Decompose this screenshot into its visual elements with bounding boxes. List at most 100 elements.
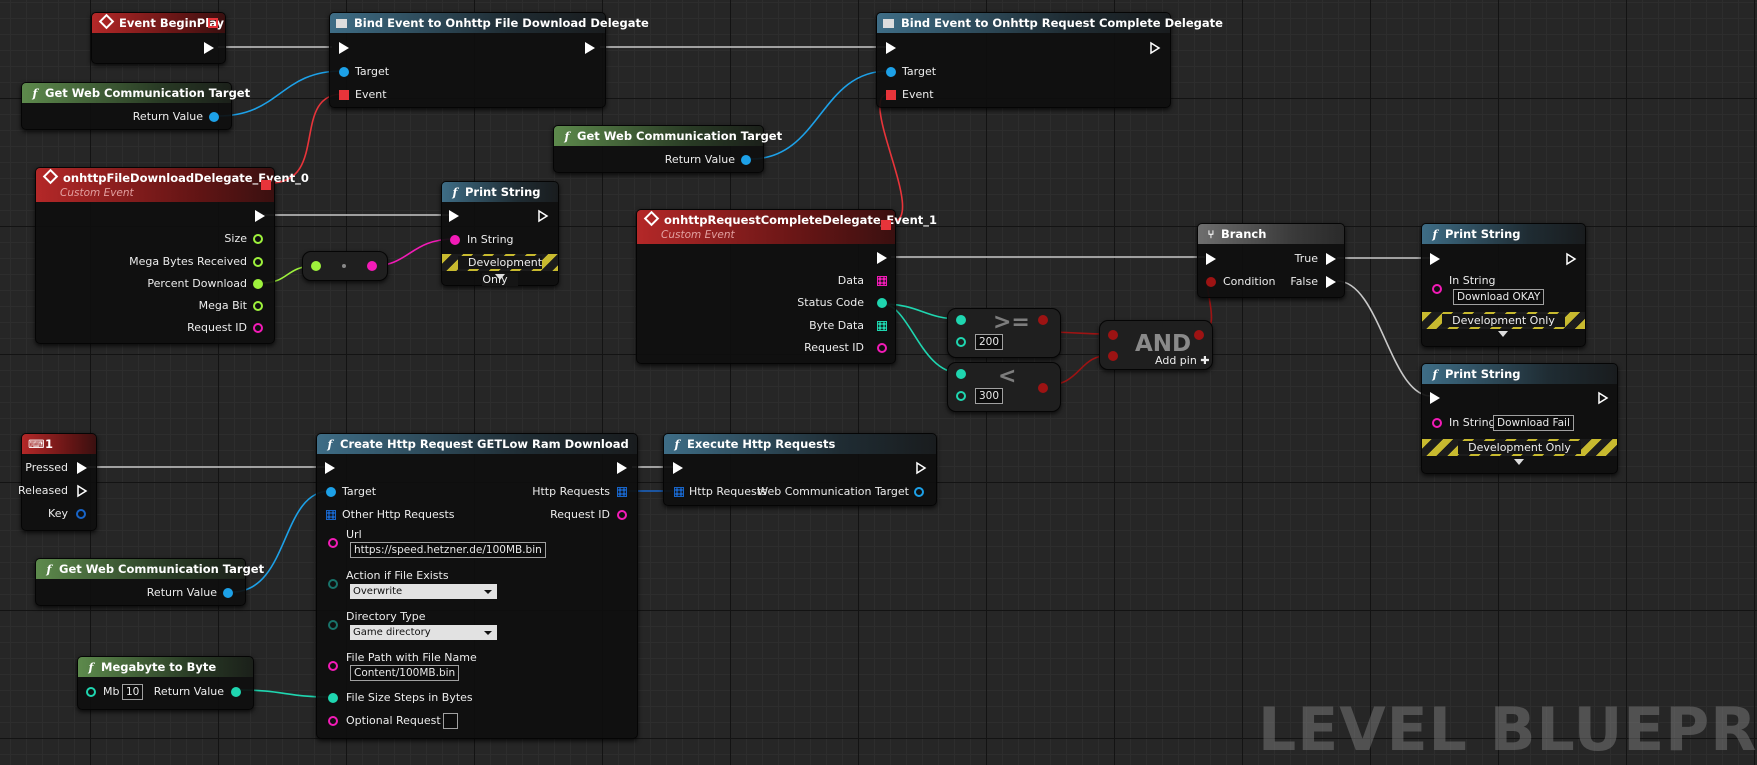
url-value-input[interactable]: https://speed.hetzner.de/100MB.bin xyxy=(350,542,546,558)
directory-type-input-pin[interactable] xyxy=(328,620,338,630)
return-value-output-pin[interactable] xyxy=(231,687,241,697)
add-pin-button[interactable]: Add pin ✚ xyxy=(1155,354,1210,367)
in-string-input-pin[interactable] xyxy=(1432,284,1442,294)
key-1-event-node[interactable]: ⌨1 Pressed Released Key xyxy=(18,433,97,531)
b-input-pin[interactable] xyxy=(956,337,966,347)
expand-arrow-icon[interactable] xyxy=(495,274,505,280)
mega-bit-output-pin[interactable] xyxy=(253,301,263,311)
exec-input-pin[interactable] xyxy=(1206,253,1216,265)
released-exec-output-pin[interactable] xyxy=(77,484,88,498)
directory-type-dropdown[interactable]: Game directory xyxy=(350,625,497,640)
status-code-output-pin[interactable] xyxy=(877,298,887,308)
exec-output-pin[interactable] xyxy=(1598,391,1609,405)
expand-arrow-icon[interactable] xyxy=(1498,331,1508,337)
exec-output-pin[interactable] xyxy=(255,210,265,222)
event-input-pin[interactable] xyxy=(339,90,349,100)
exec-output-pin[interactable] xyxy=(585,42,595,54)
in-string-input-pin[interactable] xyxy=(450,235,460,245)
condition-input-pin[interactable] xyxy=(1206,277,1216,287)
optional-request-id-input-pin[interactable] xyxy=(328,716,338,726)
size-output-pin[interactable] xyxy=(253,234,263,244)
return-value-output-pin[interactable] xyxy=(209,112,219,122)
file-path-value-input[interactable]: Content/100MB.bin xyxy=(350,665,460,681)
request-id-output-pin[interactable] xyxy=(877,343,887,353)
exec-input-pin[interactable] xyxy=(325,462,335,474)
target-input-pin[interactable] xyxy=(886,67,896,77)
exec-input-pin[interactable] xyxy=(339,42,349,54)
in-string-value-input[interactable]: Download Fail xyxy=(1493,415,1574,431)
request-id-output-pin[interactable] xyxy=(617,510,627,520)
exec-output-pin[interactable] xyxy=(916,461,927,475)
percent-download-output-pin[interactable] xyxy=(253,279,263,289)
byte-data-output-pin[interactable] xyxy=(877,321,887,331)
a-input-pin[interactable] xyxy=(1108,330,1118,340)
delegate-output-pin[interactable] xyxy=(261,180,271,190)
file-path-input-pin[interactable] xyxy=(328,661,338,671)
and-boolean-node[interactable]: AND Add pin ✚ xyxy=(1099,320,1213,370)
b-input-pin[interactable] xyxy=(1108,351,1118,361)
exec-output-pin[interactable] xyxy=(204,42,214,54)
file-size-steps-input-pin[interactable] xyxy=(328,693,338,703)
target-input-pin[interactable] xyxy=(326,487,336,497)
http-requests-input-pin[interactable] xyxy=(674,487,684,497)
exec-input-pin[interactable] xyxy=(449,210,459,222)
true-exec-output-pin[interactable] xyxy=(1326,253,1336,265)
b-value-input[interactable]: 200 xyxy=(975,334,1004,350)
in-string-value-input[interactable]: Download OKAY xyxy=(1453,289,1545,305)
delegate-output-pin[interactable] xyxy=(881,220,891,230)
exec-input-pin[interactable] xyxy=(673,462,683,474)
result-output-pin[interactable] xyxy=(1194,330,1204,340)
false-exec-output-pin[interactable] xyxy=(1326,276,1336,288)
request-id-output-pin[interactable] xyxy=(253,323,263,333)
conversion-output-pin[interactable] xyxy=(367,261,377,271)
result-output-pin[interactable] xyxy=(1038,383,1048,393)
return-value-output-pin[interactable] xyxy=(741,155,751,165)
b-input-pin[interactable] xyxy=(956,391,966,401)
http-requests-output-pin[interactable] xyxy=(617,487,627,497)
return-value-output-pin[interactable] xyxy=(223,588,233,598)
event-input-pin[interactable] xyxy=(886,90,896,100)
mega-bytes-received-output-pin[interactable] xyxy=(253,257,263,267)
pressed-exec-output-pin[interactable] xyxy=(77,462,87,474)
bind-request-complete-node[interactable]: Bind Event to Onhttp Request Complete De… xyxy=(876,12,1223,108)
result-output-pin[interactable] xyxy=(1038,315,1048,325)
a-input-pin[interactable] xyxy=(956,369,966,379)
data-output-pin[interactable] xyxy=(877,276,887,286)
target-input-pin[interactable] xyxy=(339,67,349,77)
conversion-input-pin[interactable] xyxy=(311,261,321,271)
in-string-input-pin[interactable] xyxy=(1432,418,1442,428)
less-than-node[interactable]: 300 < xyxy=(947,362,1061,412)
mb-input-pin[interactable] xyxy=(86,687,96,697)
exec-input-pin[interactable] xyxy=(1430,253,1440,265)
optional-request-id-input[interactable] xyxy=(443,713,458,729)
mb-value-input[interactable]: 10 xyxy=(122,684,144,700)
float-to-string-conversion-node[interactable] xyxy=(302,251,388,281)
other-http-requests-input-pin[interactable] xyxy=(326,510,336,520)
greater-equal-node[interactable]: 200 >= xyxy=(947,308,1061,358)
b-value-input[interactable]: 300 xyxy=(975,388,1004,404)
branch-node[interactable]: ⑂Branch True Condition False xyxy=(1197,223,1345,298)
exec-output-pin[interactable] xyxy=(538,209,549,223)
action-if-file-exists-dropdown[interactable]: Overwrite xyxy=(350,584,497,599)
exec-output-pin[interactable] xyxy=(877,252,887,264)
exec-output-pin[interactable] xyxy=(617,462,627,474)
bind-file-download-node[interactable]: Bind Event to Onhttp File Download Deleg… xyxy=(329,12,649,108)
exec-input-pin[interactable] xyxy=(886,42,896,54)
a-input-pin[interactable] xyxy=(956,315,966,325)
exec-input-pin[interactable] xyxy=(1430,392,1440,404)
web-communication-target-output-pin[interactable] xyxy=(914,487,924,497)
exec-output-pin[interactable] xyxy=(1566,252,1577,266)
exec-output-pin[interactable] xyxy=(1150,41,1161,55)
key-output-pin[interactable] xyxy=(76,509,86,519)
